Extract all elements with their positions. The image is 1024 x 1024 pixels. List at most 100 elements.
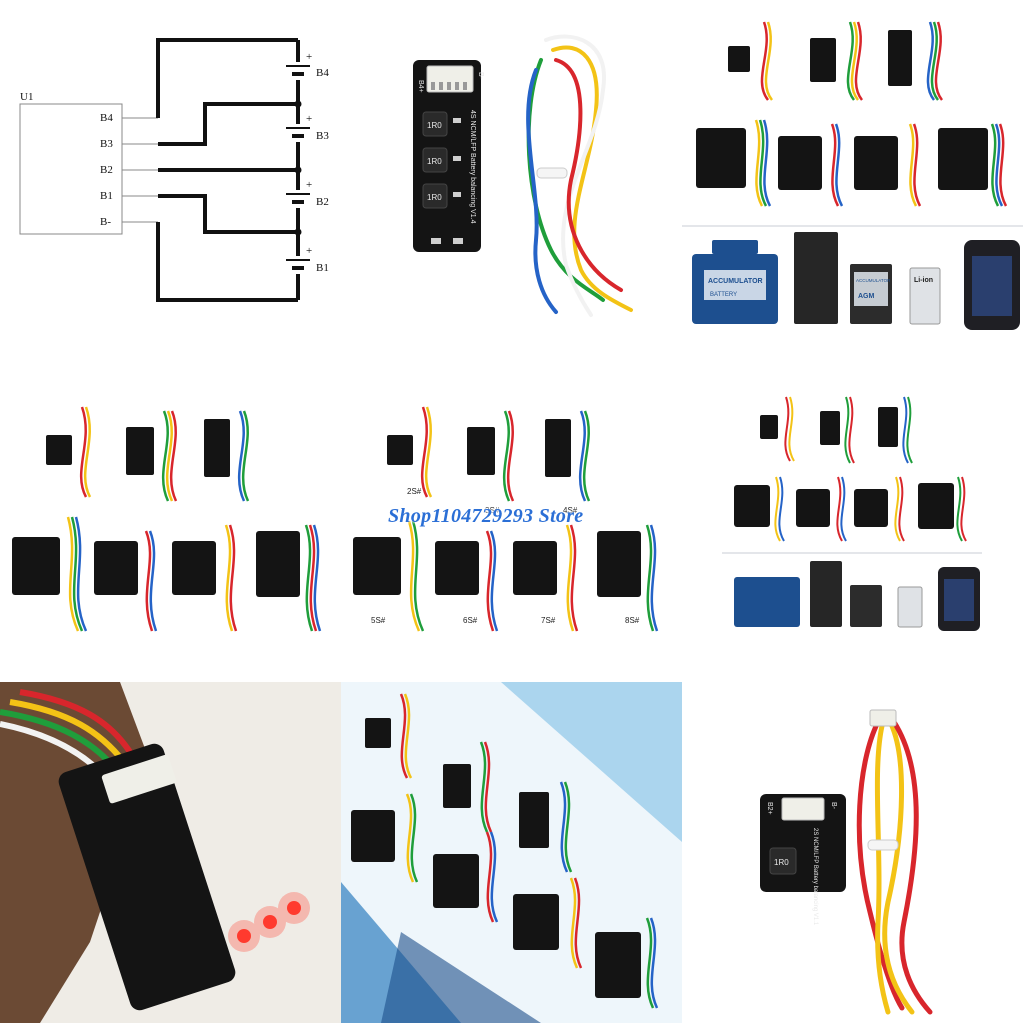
- boards-collage-left: [0, 341, 341, 682]
- agm-label: AGM: [858, 293, 875, 300]
- cell-b2-plus: +: [306, 179, 312, 191]
- board-in-hand-photo: [0, 682, 341, 1023]
- pin-b4-label: B4: [100, 112, 113, 124]
- wiring-traces: [156, 38, 300, 302]
- label-6s: 6S#: [463, 616, 478, 625]
- label-3s: 3S#: [485, 506, 500, 515]
- smd-components: [431, 118, 463, 244]
- boards-collage-labeled-illustration: 2S# 3S# 4S# 5S# 6S# 7S# 8S#: [353, 406, 659, 632]
- junction-dots: [294, 100, 302, 236]
- label-5s: 5S#: [371, 616, 386, 625]
- boards-row-1: [728, 30, 912, 86]
- pin-b1-label: B1: [100, 190, 113, 202]
- board-2s-illustration: 1R0 B2+ B- 2S NCM/LFP Battery balancing …: [760, 709, 933, 1015]
- car-battery-title: ACCUMULATOR: [708, 278, 763, 285]
- led-glow: [228, 892, 310, 952]
- cell-b3-label: B3: [316, 130, 329, 142]
- wires-small: [774, 396, 967, 542]
- board-2s-silkscreen: 2S NCM/LFP Battery balancing V1.1: [812, 828, 818, 926]
- chip-u1-box: [19, 103, 123, 235]
- inductor-marking-1: 1R0: [427, 121, 442, 130]
- inductors: [422, 111, 448, 209]
- board-silkscreen: 4S NCM/LFP Battery balancing V1.4: [469, 110, 476, 224]
- boards-small: [734, 407, 954, 529]
- wires-row-1: [760, 21, 944, 101]
- cell-b1-label: B1: [316, 262, 329, 274]
- pcb-photo: [58, 743, 236, 1011]
- pin-b2-label: B2: [100, 164, 113, 176]
- cell-b1-plus: +: [306, 245, 312, 257]
- ups-battery: [794, 232, 838, 324]
- boards-and-batteries-collage-small: [682, 341, 1023, 682]
- connector-2s-label-left: B2+: [766, 802, 773, 815]
- bg-shape-1: [501, 682, 682, 842]
- cell-b4-label: B4: [316, 67, 329, 79]
- label-2s: 2S#: [407, 487, 422, 496]
- agm-top-label: ACCUMULATOR: [856, 278, 891, 283]
- car-battery-handle: [712, 240, 758, 254]
- pin-leads: [122, 117, 158, 223]
- label-8s: 8S#: [625, 616, 640, 625]
- wires-collage-left: [66, 406, 322, 632]
- schematic-diagram: U1 B4 B3 B2 B1 B-: [19, 38, 329, 302]
- boards-blue-background: [341, 682, 682, 1023]
- connector-2s: [781, 797, 825, 821]
- boards-batteries-illustration: ACCUMULATOR BATTERY ACCUMULATOR AGM Li-i…: [682, 21, 1023, 330]
- solar-panel: [972, 256, 1012, 316]
- agm-label-plate: [854, 272, 888, 306]
- board-2s-photo: 1R0 B2+ B- 2S NCM/LFP Battery balancing …: [682, 682, 1023, 1023]
- boards-collage-left-illustration: [12, 406, 322, 632]
- wire-tie: [536, 167, 568, 179]
- label-7s: 7S#: [541, 616, 556, 625]
- boards-labeled: [353, 419, 641, 597]
- liion-battery: [909, 267, 941, 325]
- boards-blue: [351, 718, 641, 998]
- boards-and-batteries-collage: ACCUMULATOR BATTERY ACCUMULATOR AGM Li-i…: [682, 0, 1023, 341]
- board-4s-photo: 1R0 1R0 1R0 B4+ B- 4S NCM/LFP Battery ba…: [341, 0, 682, 341]
- inductor-2s: [769, 847, 797, 875]
- ups-battery-small: [810, 561, 842, 627]
- cell-b2-label: B2: [316, 196, 329, 208]
- connector-label-left: B4+: [417, 80, 424, 93]
- store-watermark: Shop1104729293 Store: [388, 505, 584, 527]
- boards-row-2: [696, 128, 988, 190]
- cell-b4-plus: +: [306, 51, 312, 63]
- inductor-marking-2s: 1R0: [774, 858, 789, 867]
- balancer-wiring-schematic: U1 B4 B3 B2 B1 B-: [0, 0, 341, 341]
- wire-harness-2s: [856, 715, 933, 1015]
- boards-batteries-small-illustration: [722, 396, 982, 631]
- inductor-marking-3: 1R0: [427, 193, 442, 202]
- inductor-marking-2: 1R0: [427, 157, 442, 166]
- wire-tie-2s: [867, 839, 899, 851]
- boards-blue-illustration: [341, 682, 682, 1023]
- boards-collage-labeled: 2S# 3S# 4S# 5S# 6S# 7S# 8S#: [341, 341, 682, 682]
- bg-shape-3: [381, 932, 541, 1023]
- wires-blue: [399, 693, 659, 1009]
- red-leds: [237, 901, 301, 943]
- wire-harness-4s: [526, 34, 633, 317]
- wires-labeled: [407, 406, 659, 632]
- connector-2s-label-right: B-: [830, 802, 837, 810]
- board-4s-illustration: 1R0 1R0 1R0 B4+ B- 4S NCM/LFP Battery ba…: [413, 34, 633, 317]
- chip-u1-label: U1: [20, 91, 33, 103]
- label-4s: 4S#: [563, 506, 578, 515]
- connector-label-right: B-: [477, 72, 484, 80]
- boards-top: [12, 419, 300, 597]
- connector-pins: [431, 82, 467, 90]
- car-battery-label-plate: [704, 270, 766, 300]
- solar-panel-small: [944, 579, 974, 621]
- board-in-hand-illustration: [0, 682, 341, 1023]
- car-battery-small: [734, 577, 800, 627]
- agm-battery-small: [850, 585, 882, 627]
- connector-photo: [101, 754, 177, 804]
- cell-b3-plus: +: [306, 113, 312, 125]
- car-battery-sub: BATTERY: [710, 292, 737, 298]
- wires-row-2: [754, 119, 1008, 207]
- pin-b3-label: B3: [100, 138, 113, 150]
- pin-bminus-label: B-: [100, 216, 111, 228]
- connector-4s: [426, 65, 474, 93]
- battery-cells: [286, 65, 310, 270]
- liion-battery-small: [897, 586, 923, 628]
- plug-2s: [869, 709, 897, 727]
